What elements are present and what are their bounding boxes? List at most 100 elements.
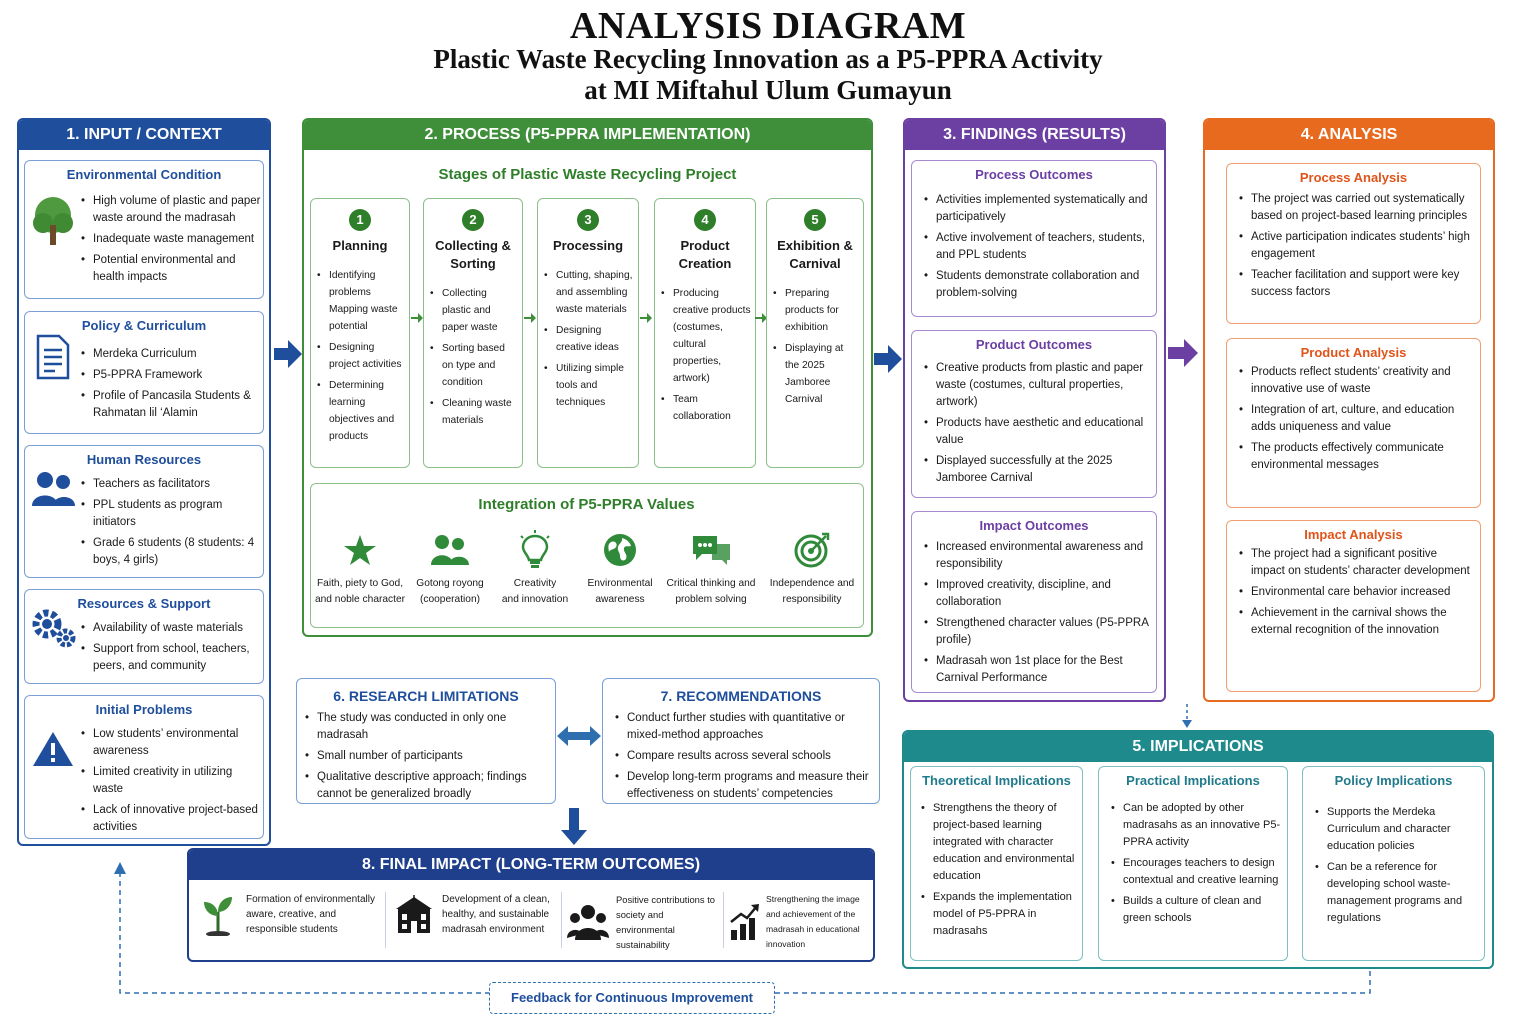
arrow-down-icon — [561, 808, 587, 845]
resources-support-card: Resources & Support Availability of wast… — [24, 589, 264, 684]
initial-problems-list: Low students’ environmental awareness Li… — [81, 726, 263, 840]
stage-product-list: Producing creative products (costumes, c… — [661, 285, 751, 425]
school-icon — [392, 893, 436, 937]
theoretical-implications-list: Strengthens the theory of project-based … — [921, 800, 1078, 940]
card-title: Product Analysis — [1300, 345, 1407, 360]
environmental-condition-card: Environmental Condition High volume of p… — [24, 160, 264, 299]
process-outcomes-list: Activities implemented systematically an… — [924, 192, 1150, 302]
stage-number: 5 — [804, 209, 826, 231]
product-outcomes-card: Product Outcomes Creative products from … — [911, 330, 1157, 498]
values-title: Integration of P5-PPRA Values — [478, 496, 695, 513]
globe-icon — [570, 530, 670, 570]
product-analysis-list: Products reflect students’ creativity an… — [1239, 364, 1474, 474]
final-impact-item: Strengthening the image and achievement … — [728, 892, 870, 952]
product-analysis-card: Product Analysis Products reflect studen… — [1226, 338, 1481, 508]
policy-implications-card: Policy Implications Supports the Merdeka… — [1302, 766, 1485, 961]
value-faith: Faith, piety to God,and noble character — [310, 530, 410, 608]
arrow-right-icon — [640, 313, 652, 323]
arrow-down-icon — [1182, 704, 1192, 728]
arrow-right-icon — [524, 313, 536, 323]
process-analysis-list: The project was carried out systematical… — [1239, 191, 1474, 301]
research-limitations-list: The study was conducted in only one madr… — [305, 710, 549, 803]
warning-icon — [31, 730, 75, 773]
recommendations-card: 7. RECOMMENDATIONS Conduct further studi… — [602, 678, 880, 804]
policy-implications-list: Supports the Merdeka Curriculum and char… — [1315, 804, 1480, 927]
growth-chart-icon — [728, 900, 762, 944]
target-icon — [762, 530, 862, 570]
feedback-label: Feedback for Continuous Improvement — [489, 982, 775, 1014]
double-arrow-icon — [557, 726, 601, 746]
impact-outcomes-card: Impact Outcomes Increased environmental … — [911, 511, 1157, 693]
stage-exhibition-list: Preparing products for exhibition Displa… — [773, 285, 859, 408]
environmental-condition-list: High volume of plastic and paper waste a… — [81, 193, 263, 290]
card-title: Theoretical Implications — [922, 773, 1071, 788]
star-icon — [310, 530, 410, 570]
card-title: Initial Problems — [95, 702, 193, 717]
arrow-right-icon — [411, 313, 423, 323]
human-resources-list: Teachers as facilitators PPL students as… — [81, 476, 263, 573]
arrow-right-icon — [874, 345, 902, 373]
card-title: Practical Implications — [1126, 773, 1260, 788]
human-resources-card: Human Resources Teachers as facilitators… — [24, 445, 264, 578]
card-title: Resources & Support — [77, 596, 211, 611]
policy-curriculum-card: Policy & Curriculum Merdeka Curriculum P… — [24, 311, 264, 434]
arrow-right-icon — [1168, 339, 1198, 367]
sprout-icon — [196, 893, 240, 937]
tree-icon — [31, 195, 75, 252]
theoretical-implications-card: Theoretical Implications Strengthens the… — [910, 766, 1083, 961]
practical-implications-card: Practical Implications Can be adopted by… — [1098, 766, 1288, 961]
stage-processing-list: Cutting, shaping, and assembling waste m… — [544, 267, 634, 411]
divider — [723, 892, 724, 948]
final-impact-item: Positive contributions to society and en… — [566, 892, 718, 952]
divider — [561, 892, 562, 948]
stage-number: 1 — [349, 209, 371, 231]
chat-icon — [661, 530, 761, 570]
stage-number: 4 — [694, 209, 716, 231]
findings-heading: 3. FINDINGS (RESULTS) — [905, 120, 1164, 150]
value-gotong-royong: Gotong royong(cooperation) — [400, 530, 500, 608]
stage-planning: 1 Planning Identifying problems Mapping … — [310, 198, 410, 468]
implications-heading: 5. IMPLICATIONS — [904, 732, 1492, 762]
card-title: Policy Implications — [1334, 773, 1453, 788]
final-impact-item: Development of a clean, healthy, and sus… — [392, 892, 556, 937]
card-title: Human Resources — [86, 452, 202, 467]
impact-analysis-card: Impact Analysis The project had a signif… — [1226, 520, 1481, 692]
stages-title: Stages of Plastic Waste Recycling Projec… — [438, 166, 737, 183]
page-subtitle-line2: at MI Miftahul Ulum Gumayun — [584, 75, 952, 105]
stage-processing: 3 Processing Cutting, shaping, and assem… — [537, 198, 639, 468]
stage-exhibition-carnival: 5 Exhibition &Carnival Preparing product… — [766, 198, 864, 468]
stage-collecting-sorting: 2 Collecting &Sorting Collecting plastic… — [423, 198, 523, 468]
card-title: Process Analysis — [1299, 170, 1408, 185]
arrow-right-icon — [274, 340, 302, 368]
card-title: Policy & Curriculum — [81, 318, 207, 333]
process-outcomes-card: Process Outcomes Activities implemented … — [911, 160, 1157, 317]
stage-number: 3 — [577, 209, 599, 231]
final-impact-section: 8. FINAL IMPACT (LONG-TERM OUTCOMES) — [187, 848, 875, 962]
divider — [385, 892, 386, 948]
practical-implications-list: Can be adopted by other madrasahs as an … — [1111, 800, 1283, 927]
recommendations-list: Conduct further studies with quantitativ… — [615, 710, 873, 803]
page-title: ANALYSIS DIAGRAM — [569, 5, 967, 47]
stage-collecting-list: Collecting plastic and paper waste Sorti… — [430, 285, 518, 429]
card-title: Process Outcomes — [975, 167, 1093, 182]
initial-problems-card: Initial Problems Low students’ environme… — [24, 695, 264, 839]
document-icon — [35, 334, 71, 385]
gears-icon — [31, 608, 77, 653]
stage-planning-list: Identifying problems Mapping waste poten… — [317, 267, 405, 445]
recommendations-heading: 7. RECOMMENDATIONS — [660, 688, 822, 704]
impact-outcomes-list: Increased environmental awareness and re… — [924, 539, 1150, 687]
card-title: Product Outcomes — [975, 337, 1093, 352]
stage-number: 2 — [462, 209, 484, 231]
final-impact-heading: 8. FINAL IMPACT (LONG-TERM OUTCOMES) — [189, 850, 873, 880]
values-integration-card: Integration of P5-PPRA Values — [310, 483, 864, 628]
impact-analysis-list: The project had a significant positive i… — [1239, 546, 1474, 639]
lightbulb-icon — [485, 530, 585, 570]
research-limitations-card: 6. RESEARCH LIMITATIONS The study was co… — [296, 678, 556, 804]
feedback-loop-line — [114, 862, 1371, 994]
card-title: Impact Analysis — [1304, 527, 1403, 542]
